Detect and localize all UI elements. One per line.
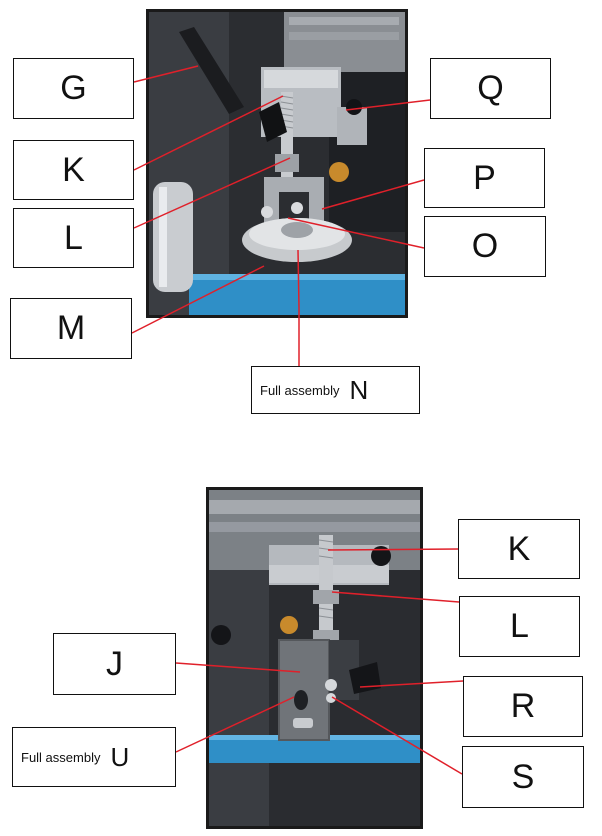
label-L-bottom: L xyxy=(459,596,580,657)
label-J: J xyxy=(53,633,176,695)
label-K-bottom: K xyxy=(458,519,580,579)
top-photo-illustration xyxy=(149,12,405,315)
label-U: Full assembly U xyxy=(12,727,176,787)
label-Q: Q xyxy=(430,58,551,119)
label-K-bottom-text: K xyxy=(507,529,531,568)
label-S: S xyxy=(462,746,584,808)
label-U-caption: Full assembly xyxy=(21,749,101,765)
label-O-text: O xyxy=(471,227,499,265)
label-O: O xyxy=(424,216,546,277)
label-Q-text: Q xyxy=(477,69,504,107)
label-L-top-text: L xyxy=(64,218,83,257)
label-G: G xyxy=(13,58,134,119)
bottom-photo xyxy=(206,487,423,829)
label-G-text: G xyxy=(60,69,87,107)
label-P-text: P xyxy=(473,158,496,197)
label-P: P xyxy=(424,148,545,208)
label-N: Full assembly N xyxy=(251,366,420,414)
label-R: R xyxy=(463,676,583,737)
label-J-text: J xyxy=(106,644,123,683)
label-L-bottom-text: L xyxy=(510,607,529,645)
label-M-text: M xyxy=(56,309,86,347)
top-photo xyxy=(146,9,408,318)
label-U-text: U xyxy=(110,741,130,772)
label-N-caption: Full assembly xyxy=(260,382,340,398)
bottom-photo-illustration xyxy=(209,490,420,826)
label-R-text: R xyxy=(510,687,536,725)
label-S-text: S xyxy=(511,757,535,796)
label-M: M xyxy=(10,298,132,359)
label-L-top: L xyxy=(13,208,134,268)
label-N-text: N xyxy=(349,374,369,405)
label-K-top-text: K xyxy=(62,150,85,189)
label-K-top: K xyxy=(13,140,134,200)
